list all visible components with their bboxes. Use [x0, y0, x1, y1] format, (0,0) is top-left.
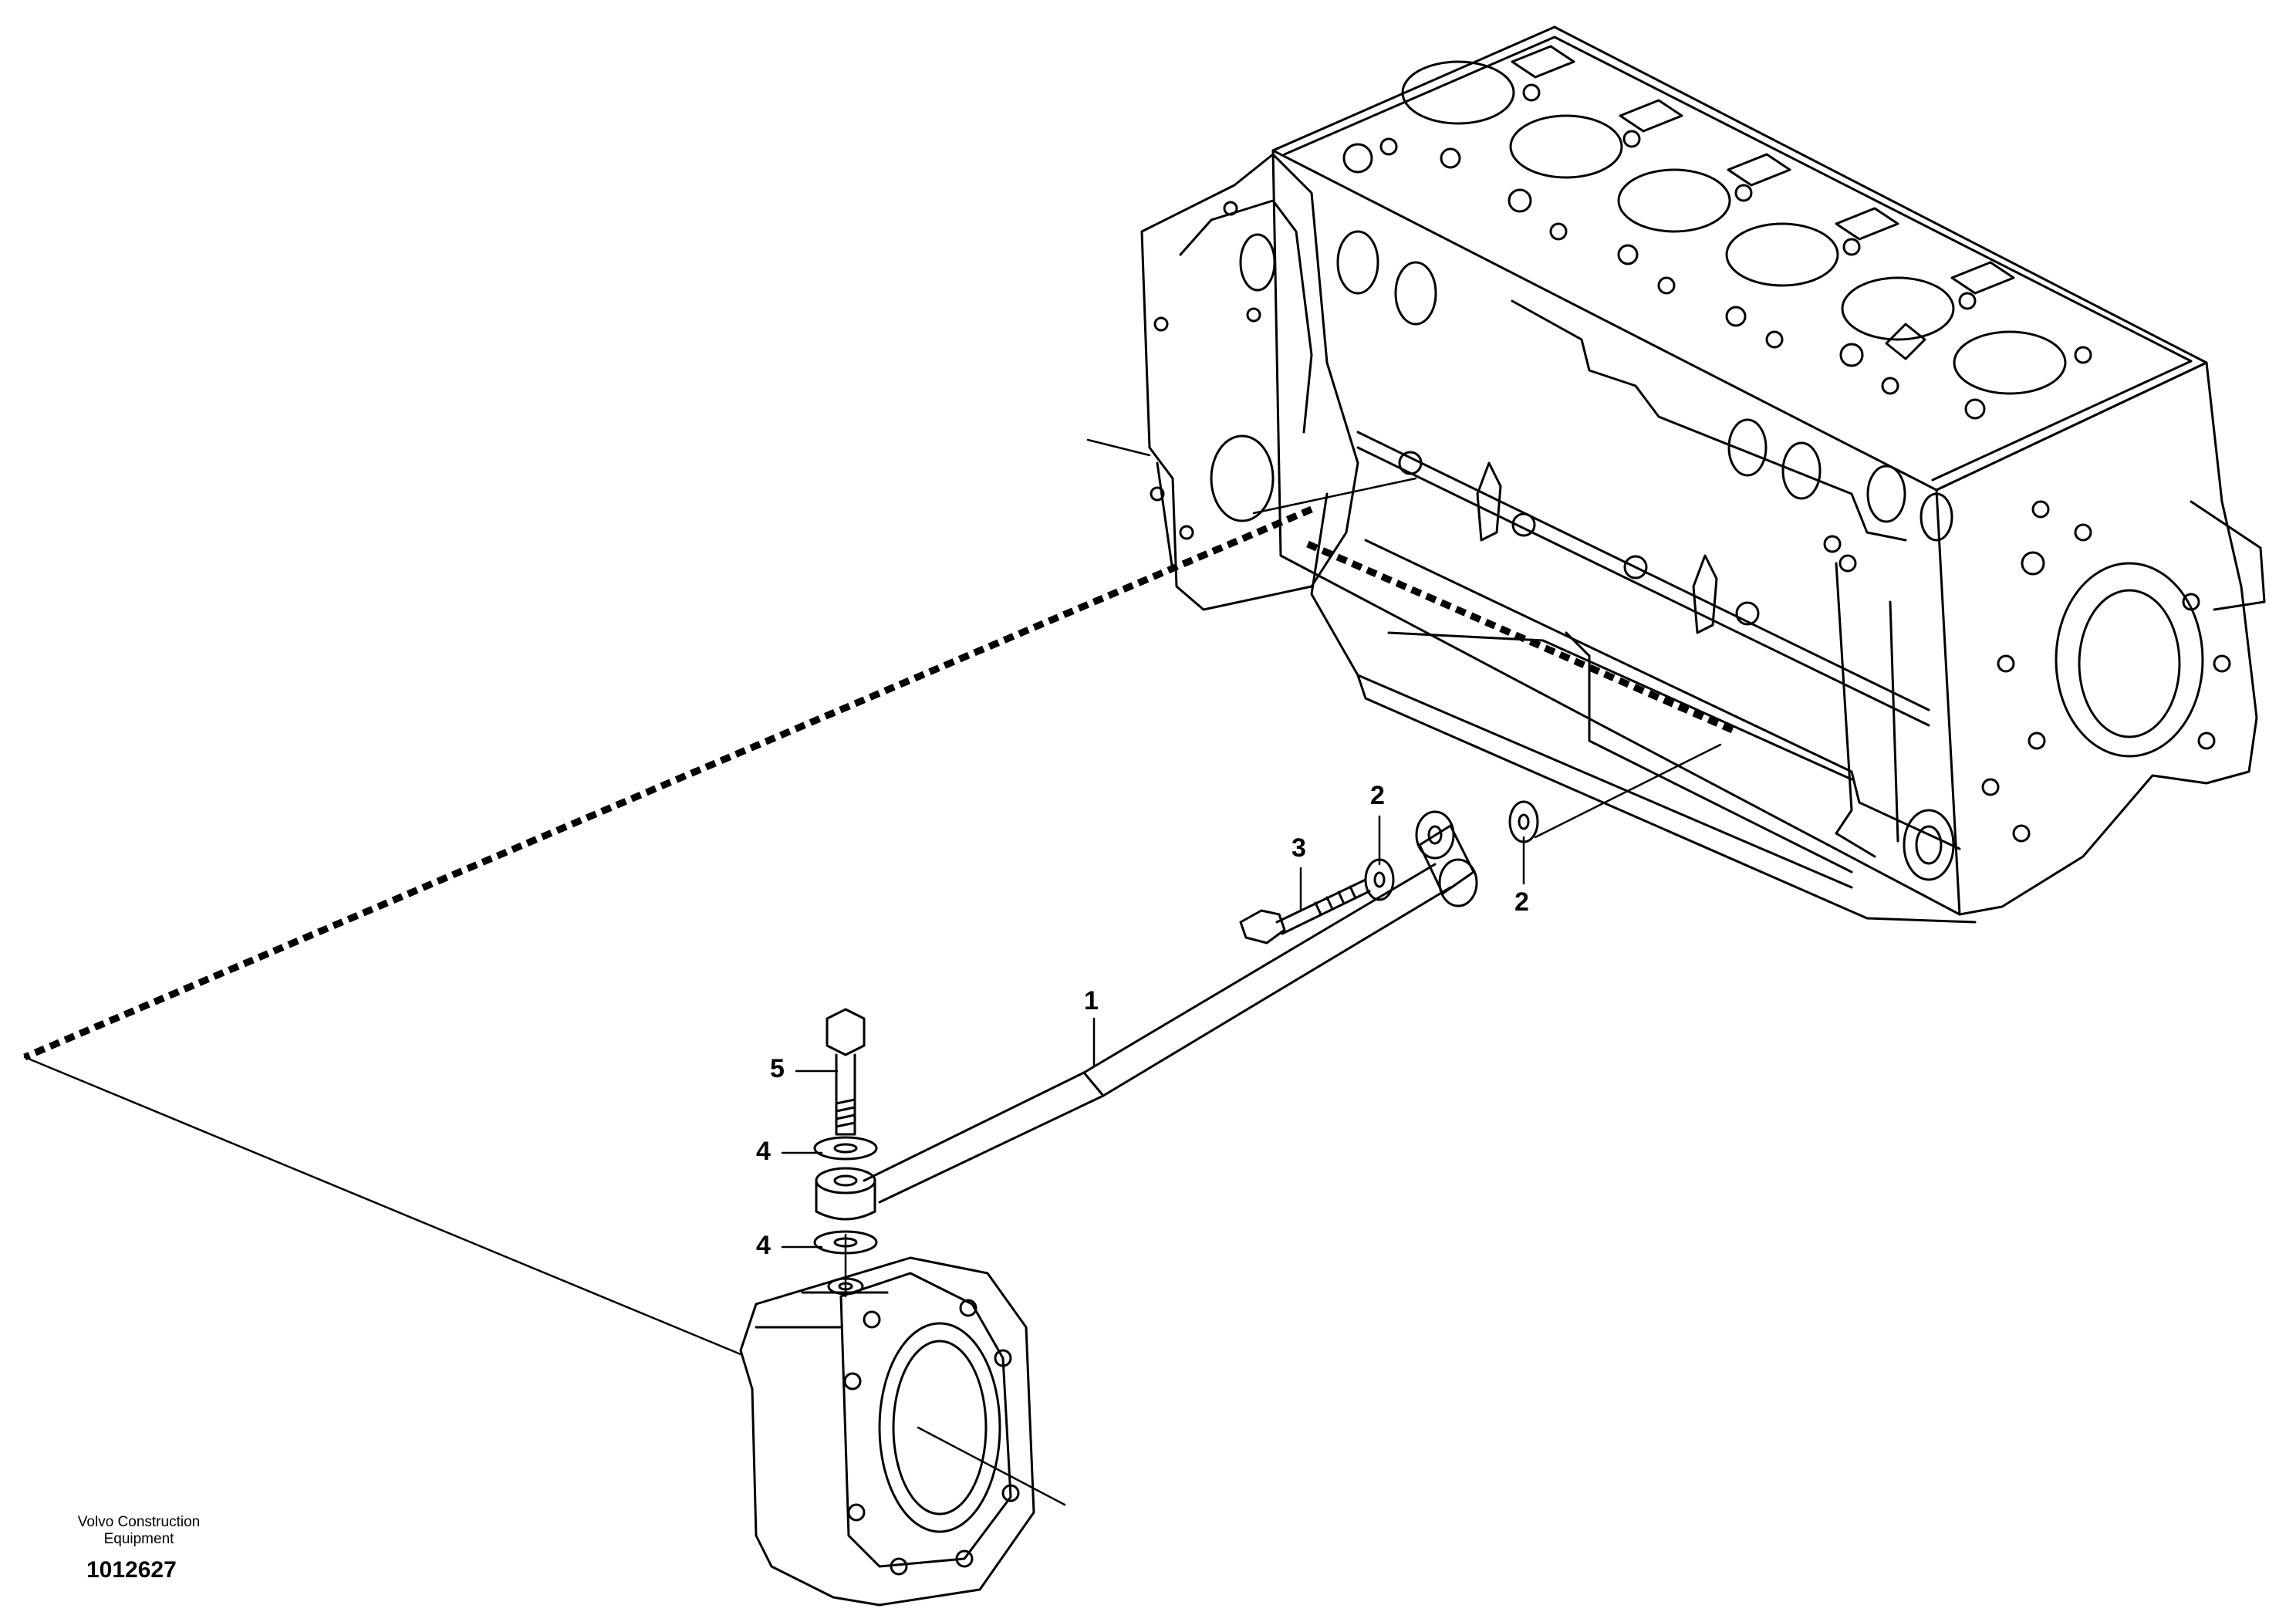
leader-phantom-to-bracket: [23, 1056, 742, 1356]
rubber-bushing-lower: [815, 1167, 876, 1221]
rubber-bushing-upper: [1415, 810, 1478, 907]
phantom-line-upper: [23, 505, 1313, 1061]
flywheel-housing-bracket: [739, 1256, 1035, 1607]
phantom-connector-lines: [23, 505, 1737, 1061]
leader-lines: [23, 438, 1722, 1506]
leader-block-center: [1252, 477, 1417, 515]
washer-part-4-upper: [813, 1136, 878, 1161]
callout-label-4-upper: 4: [756, 1137, 771, 1166]
document-number: 1012627: [86, 1557, 177, 1583]
callout-label-5: 5: [770, 1054, 785, 1083]
bolt-part-5: [826, 1008, 866, 1136]
callout-label-2-upper: 2: [1370, 781, 1385, 810]
credit-line-2: Equipment: [103, 1531, 174, 1547]
publisher-credit: Volvo Construction Equipment: [46, 1514, 231, 1548]
callout-label-4-lower: 4: [756, 1231, 771, 1260]
leader-block-left: [1086, 438, 1151, 457]
leader-block-to-washer: [1534, 743, 1722, 839]
washer-part-2-left: [1364, 858, 1395, 901]
callout-label-2-lower: 2: [1514, 887, 1529, 917]
washer-part-4-lower: [813, 1230, 878, 1255]
phantom-line-lower: [1306, 540, 1737, 735]
credit-line-1: Volvo Construction: [77, 1514, 201, 1530]
callout-label-3: 3: [1292, 833, 1306, 863]
support-stay-part-1: [863, 863, 1452, 1204]
washer-part-2-right: [1508, 800, 1539, 843]
callout-label-1: 1: [1084, 986, 1099, 1015]
leader-bracket-bore: [917, 1426, 1066, 1506]
bolt-part-3: [1239, 878, 1371, 944]
engine-block: [1140, 25, 2266, 924]
